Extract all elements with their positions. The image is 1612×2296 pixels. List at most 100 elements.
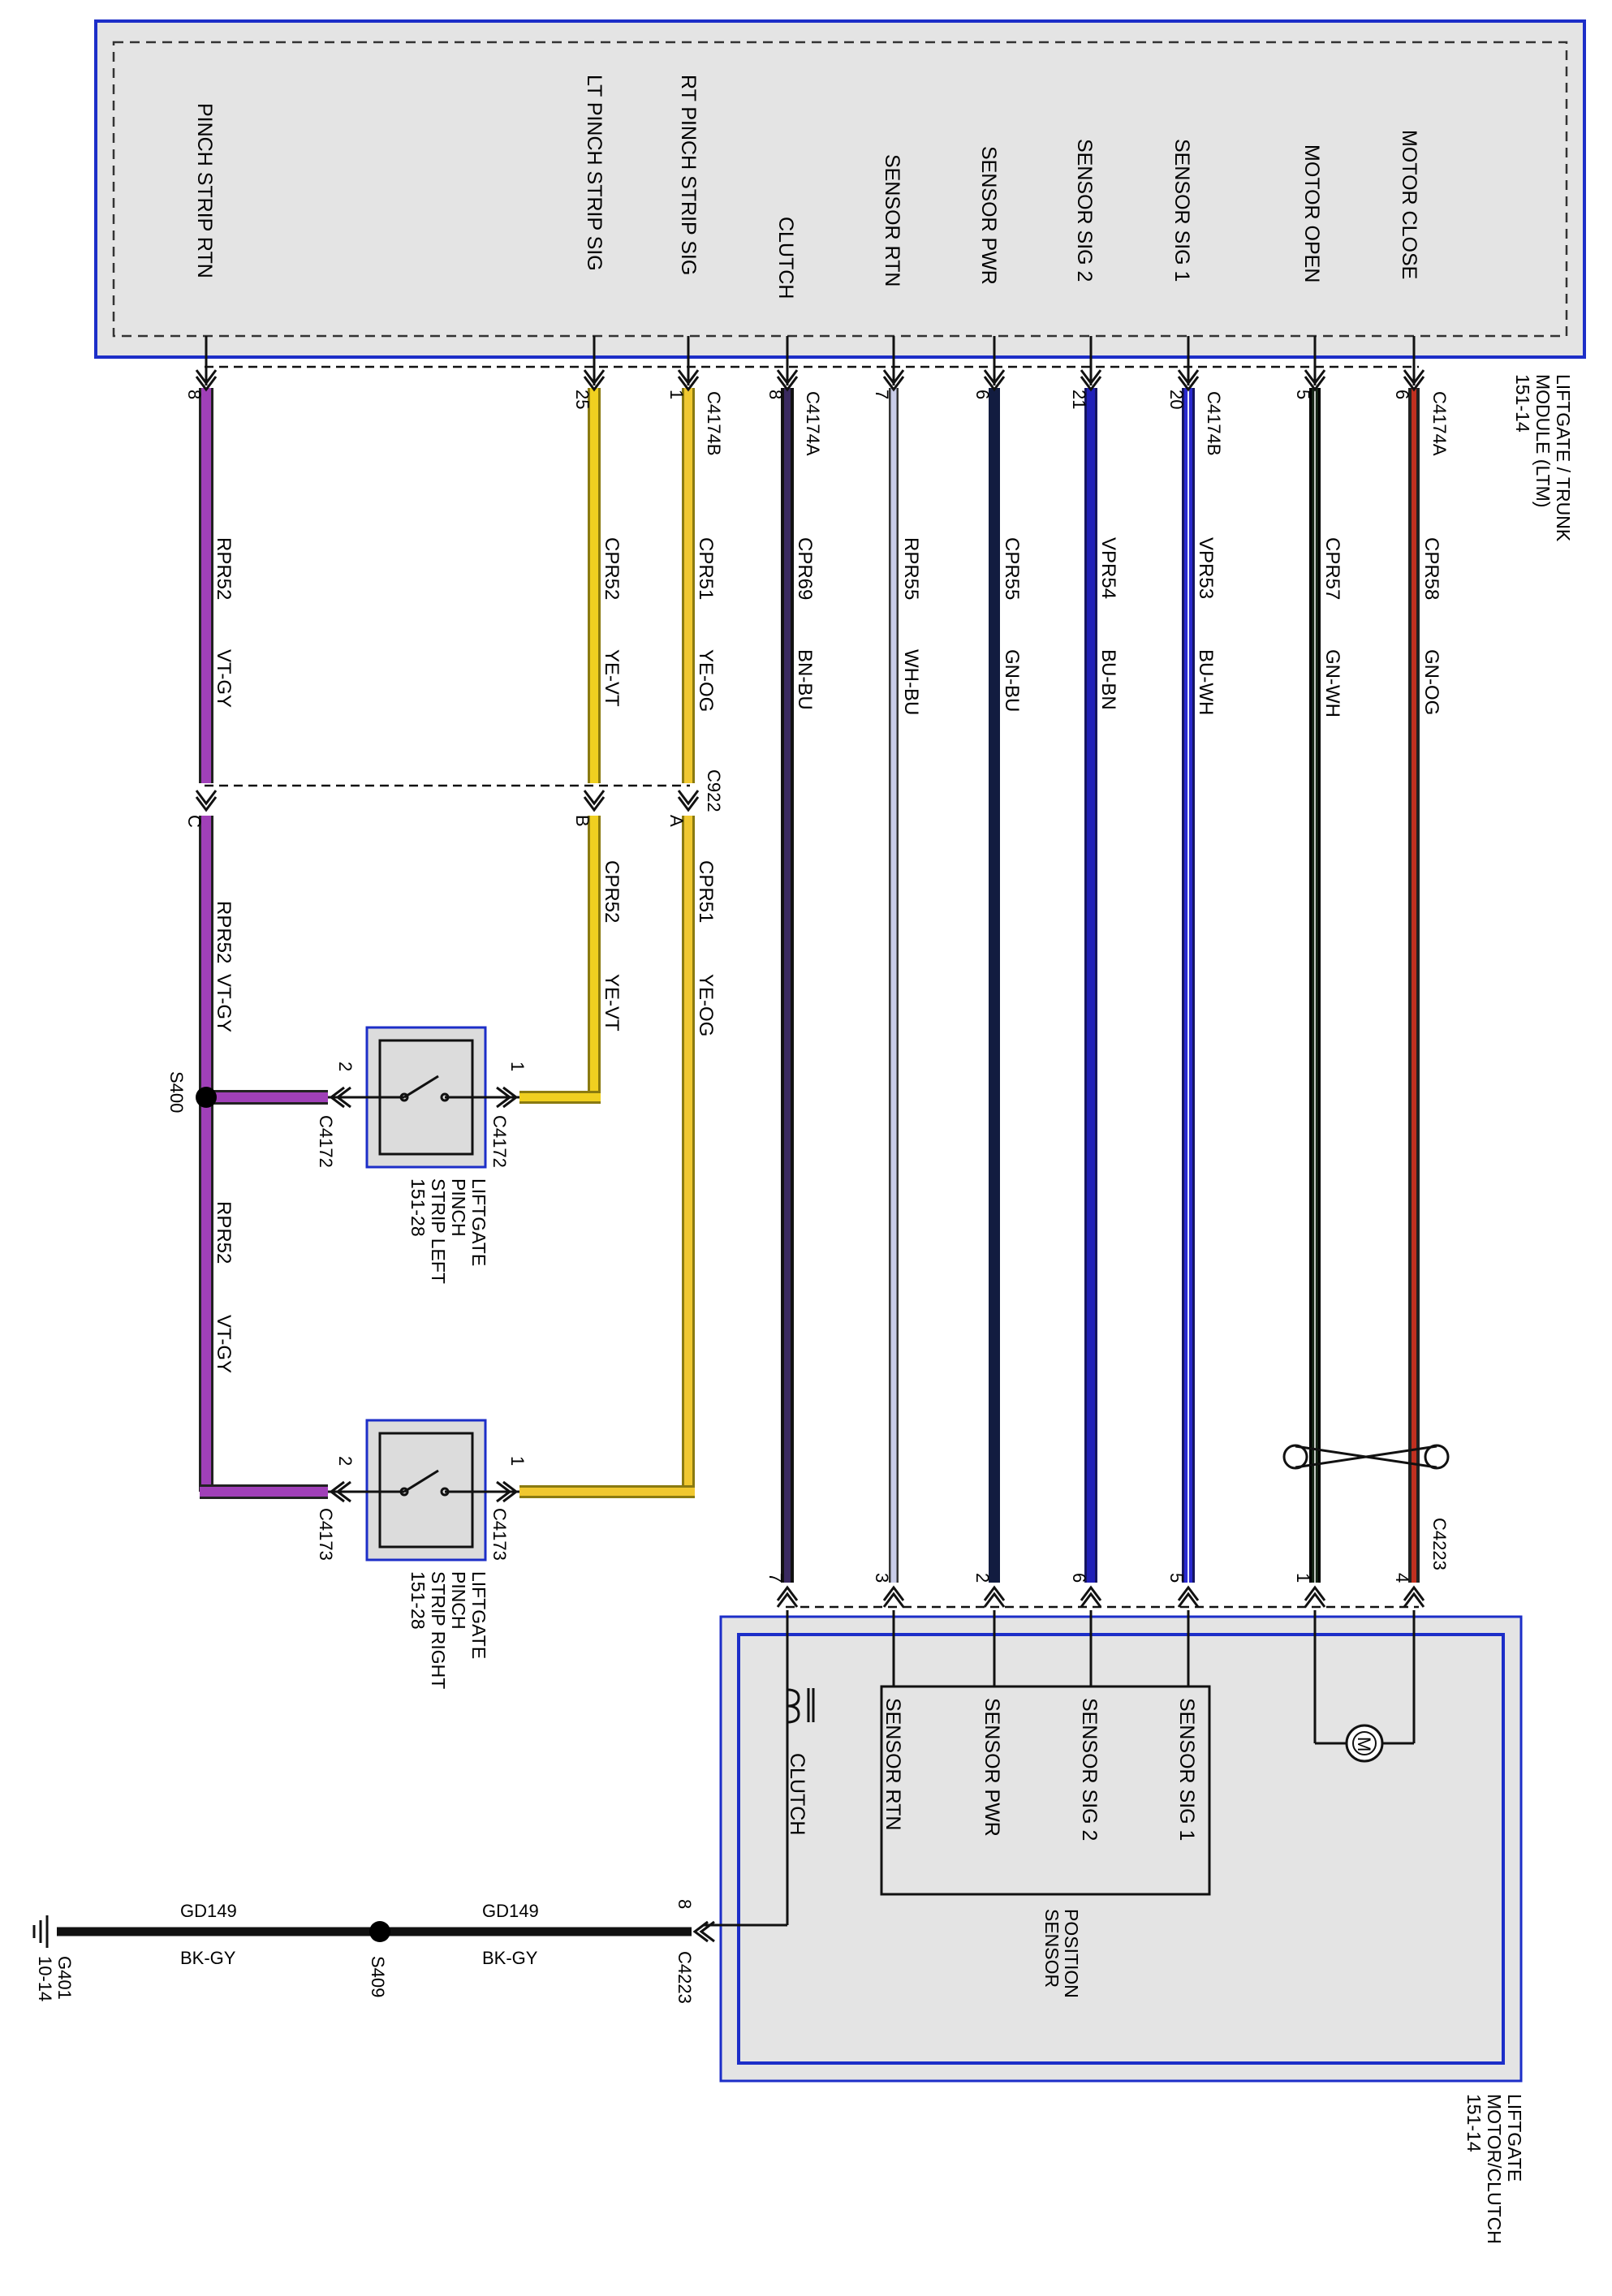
wire-circuit-label: CPR58 bbox=[1420, 537, 1442, 600]
pinch-left-caption-2: PINCH bbox=[448, 1178, 469, 1237]
wire-circuit-label: CPR51 bbox=[695, 860, 717, 923]
pinch-left-pin-1: 1 bbox=[507, 1062, 528, 1071]
ltm-signal-motor-open: MOTOR OPEN bbox=[1300, 144, 1323, 282]
ground-color-label-right: BK-GY bbox=[482, 1948, 538, 1968]
pinch-left-connector-top: C4172 bbox=[489, 1115, 510, 1168]
c922-label: C922 bbox=[704, 769, 724, 812]
c922-connector: C B A C922 bbox=[184, 769, 724, 828]
wire-color-label: BU-WH bbox=[1195, 649, 1217, 715]
ltm-caption: LIFTGATE / TRUNK MODULE (LTM) 151-14 bbox=[1512, 374, 1574, 542]
pinch-left-caption-3: STRIP LEFT bbox=[428, 1178, 449, 1284]
pin-number: 1 bbox=[666, 390, 687, 399]
wire-circuit-label: RPR52 bbox=[213, 901, 235, 963]
wire-pinch-rtn bbox=[199, 388, 328, 1499]
wire-circuit-label: CPR55 bbox=[1001, 537, 1023, 600]
pin-number: 7 bbox=[765, 1573, 786, 1583]
pinch-left-connector-bottom: C4172 bbox=[316, 1115, 336, 1168]
wire-circuit-label: CPR69 bbox=[794, 537, 816, 600]
pinch-right-caption-1: LIFTGATE bbox=[468, 1571, 489, 1659]
ltm-signal-sensor-pwr: SENSOR PWR bbox=[977, 146, 1000, 285]
wire-color-label: GN-OG bbox=[1420, 649, 1442, 715]
upper-wire-labels: RPR52 VT-GY CPR52 YE-VT CPR51 YE-OG CPR6… bbox=[213, 537, 1442, 717]
pin-number: 8 bbox=[184, 390, 205, 399]
pin-number: 5 bbox=[1166, 1573, 1187, 1583]
pinch-right-caption-3: STRIP RIGHT bbox=[428, 1571, 449, 1689]
splice-s409-label: S409 bbox=[368, 1956, 388, 1997]
wire-color-label: GN-BU bbox=[1001, 649, 1023, 712]
ltm-caption-line-2: MODULE (LTM) bbox=[1532, 374, 1554, 507]
connector-label-c4174a: C4174A bbox=[1429, 391, 1450, 456]
wire-lt-pinch bbox=[519, 388, 601, 1104]
pin-number: 1 bbox=[1293, 1573, 1313, 1583]
ltm-signal-labels: PINCH STRIP RTN LT PINCH STRIP SIG RT PI… bbox=[193, 75, 1420, 299]
motor-clutch-module bbox=[719, 1615, 1523, 2083]
c922-pin-b: B bbox=[572, 815, 593, 827]
ltm-signal-sensor-sig2: SENSOR SIG 2 bbox=[1073, 139, 1096, 282]
ground-color-label-left: BK-GY bbox=[180, 1948, 236, 1968]
motor-icon: M bbox=[1345, 1724, 1384, 1763]
sensor-label-rtn: SENSOR RTN bbox=[881, 1698, 904, 1830]
connector-label-c4174b: C4174B bbox=[704, 391, 724, 456]
c922-pin-a: A bbox=[666, 815, 687, 827]
pinch-right-caption-2: PINCH bbox=[448, 1571, 469, 1630]
ltm-caption-line-1: LIFTGATE / TRUNK bbox=[1553, 374, 1574, 542]
pinch-strip-right: 2 1 C4173 C4173 LIFTGATE PINCH STRIP RIG… bbox=[316, 1419, 528, 1689]
ground-circuit-label-left: GD149 bbox=[180, 1901, 237, 1921]
ltm-connector-arrows bbox=[195, 369, 1425, 392]
pin-number: 4 bbox=[1392, 1573, 1412, 1583]
motor-symbol-label: M bbox=[1354, 1737, 1374, 1751]
wire-color-label: YE-VT bbox=[601, 649, 623, 707]
pin-number: 7 bbox=[872, 390, 892, 399]
connector-label-c4174b: C4174B bbox=[1204, 391, 1224, 456]
ltm-signal-clutch: CLUTCH bbox=[774, 217, 797, 299]
sensor-label-pwr: SENSOR PWR bbox=[981, 1698, 1003, 1837]
splice-s400: S400 bbox=[166, 1071, 217, 1113]
ltm-signal-sensor-sig1: SENSOR SIG 1 bbox=[1170, 139, 1193, 282]
wire-rt-pinch bbox=[519, 388, 695, 1498]
pinch-right-connector-top: C4173 bbox=[489, 1508, 510, 1561]
wire-color-label: YE-OG bbox=[695, 649, 717, 712]
wire-color-label: GN-WH bbox=[1321, 649, 1343, 717]
wire-circuit-label: CPR52 bbox=[601, 537, 623, 600]
clutch-label: CLUTCH bbox=[786, 1753, 808, 1835]
wire-color-label: WH-BU bbox=[900, 649, 922, 715]
pin-number: 5 bbox=[1293, 390, 1313, 399]
ltm-caption-line-3: 151-14 bbox=[1512, 374, 1533, 433]
position-sensor-labels: SENSOR RTN SENSOR PWR SENSOR SIG 2 SENSO… bbox=[881, 1698, 1198, 1998]
twisted-pair-icon bbox=[1282, 1444, 1450, 1470]
connector-dash-lines bbox=[205, 365, 1419, 1609]
wire-color-label: VT-GY bbox=[213, 1315, 235, 1373]
switch-icon bbox=[328, 1469, 519, 1497]
wire-bundle bbox=[199, 388, 1420, 1583]
pin-number: 2 bbox=[972, 1573, 993, 1583]
c4223-label-top: C4223 bbox=[1429, 1518, 1450, 1570]
ground-circuit-label-right: GD149 bbox=[482, 1901, 539, 1921]
c4223-label-ground: C4223 bbox=[675, 1951, 695, 2004]
pinch-right-connector-bottom: C4173 bbox=[316, 1508, 336, 1561]
ltm-pin-numbers: 8 25 1 8 7 6 21 20 5 6 C4174B C4174A C41… bbox=[184, 390, 1450, 456]
pin-number: 8 bbox=[765, 390, 786, 399]
wire-circuit-label: CPR52 bbox=[601, 860, 623, 923]
wire-circuit-label: CPR57 bbox=[1321, 537, 1343, 600]
wire-color-label: VT-GY bbox=[213, 974, 235, 1032]
pinch-left-caption-1: LIFTGATE bbox=[468, 1178, 489, 1266]
pin-number: 6 bbox=[1069, 1573, 1089, 1583]
pin-number: 25 bbox=[572, 390, 593, 409]
sensor-label-sig2: SENSOR SIG 2 bbox=[1078, 1698, 1101, 1841]
ltm-signal-rt-pinch: RT PINCH STRIP SIG bbox=[677, 75, 700, 275]
wire-circuit-label: VPR53 bbox=[1195, 537, 1217, 599]
c4223-connector-arrows bbox=[776, 1585, 1425, 1608]
pinch-right-caption-4: 151-28 bbox=[407, 1571, 429, 1630]
motor-clutch-caption-2: MOTOR/CLUTCH bbox=[1484, 2094, 1505, 2244]
pin-number: 20 bbox=[1166, 390, 1187, 409]
ground-ref: 10-14 bbox=[35, 1956, 55, 2001]
ltm-signal-pinch-rtn: PINCH STRIP RTN bbox=[193, 103, 216, 278]
pinch-right-pin-2: 2 bbox=[335, 1456, 356, 1466]
position-sensor-caption-2: SENSOR bbox=[1041, 1909, 1062, 1988]
wire-color-label: VT-GY bbox=[213, 649, 235, 708]
wire-color-label: YE-VT bbox=[601, 974, 623, 1032]
pinch-strip-left: 2 1 C4172 C4172 LIFTGATE PINCH STRIP LEF… bbox=[316, 1026, 528, 1284]
c4223-pin-numbers: 7 3 2 6 5 1 4 C4223 bbox=[765, 1518, 1450, 1583]
splice-s400-label: S400 bbox=[166, 1071, 187, 1113]
